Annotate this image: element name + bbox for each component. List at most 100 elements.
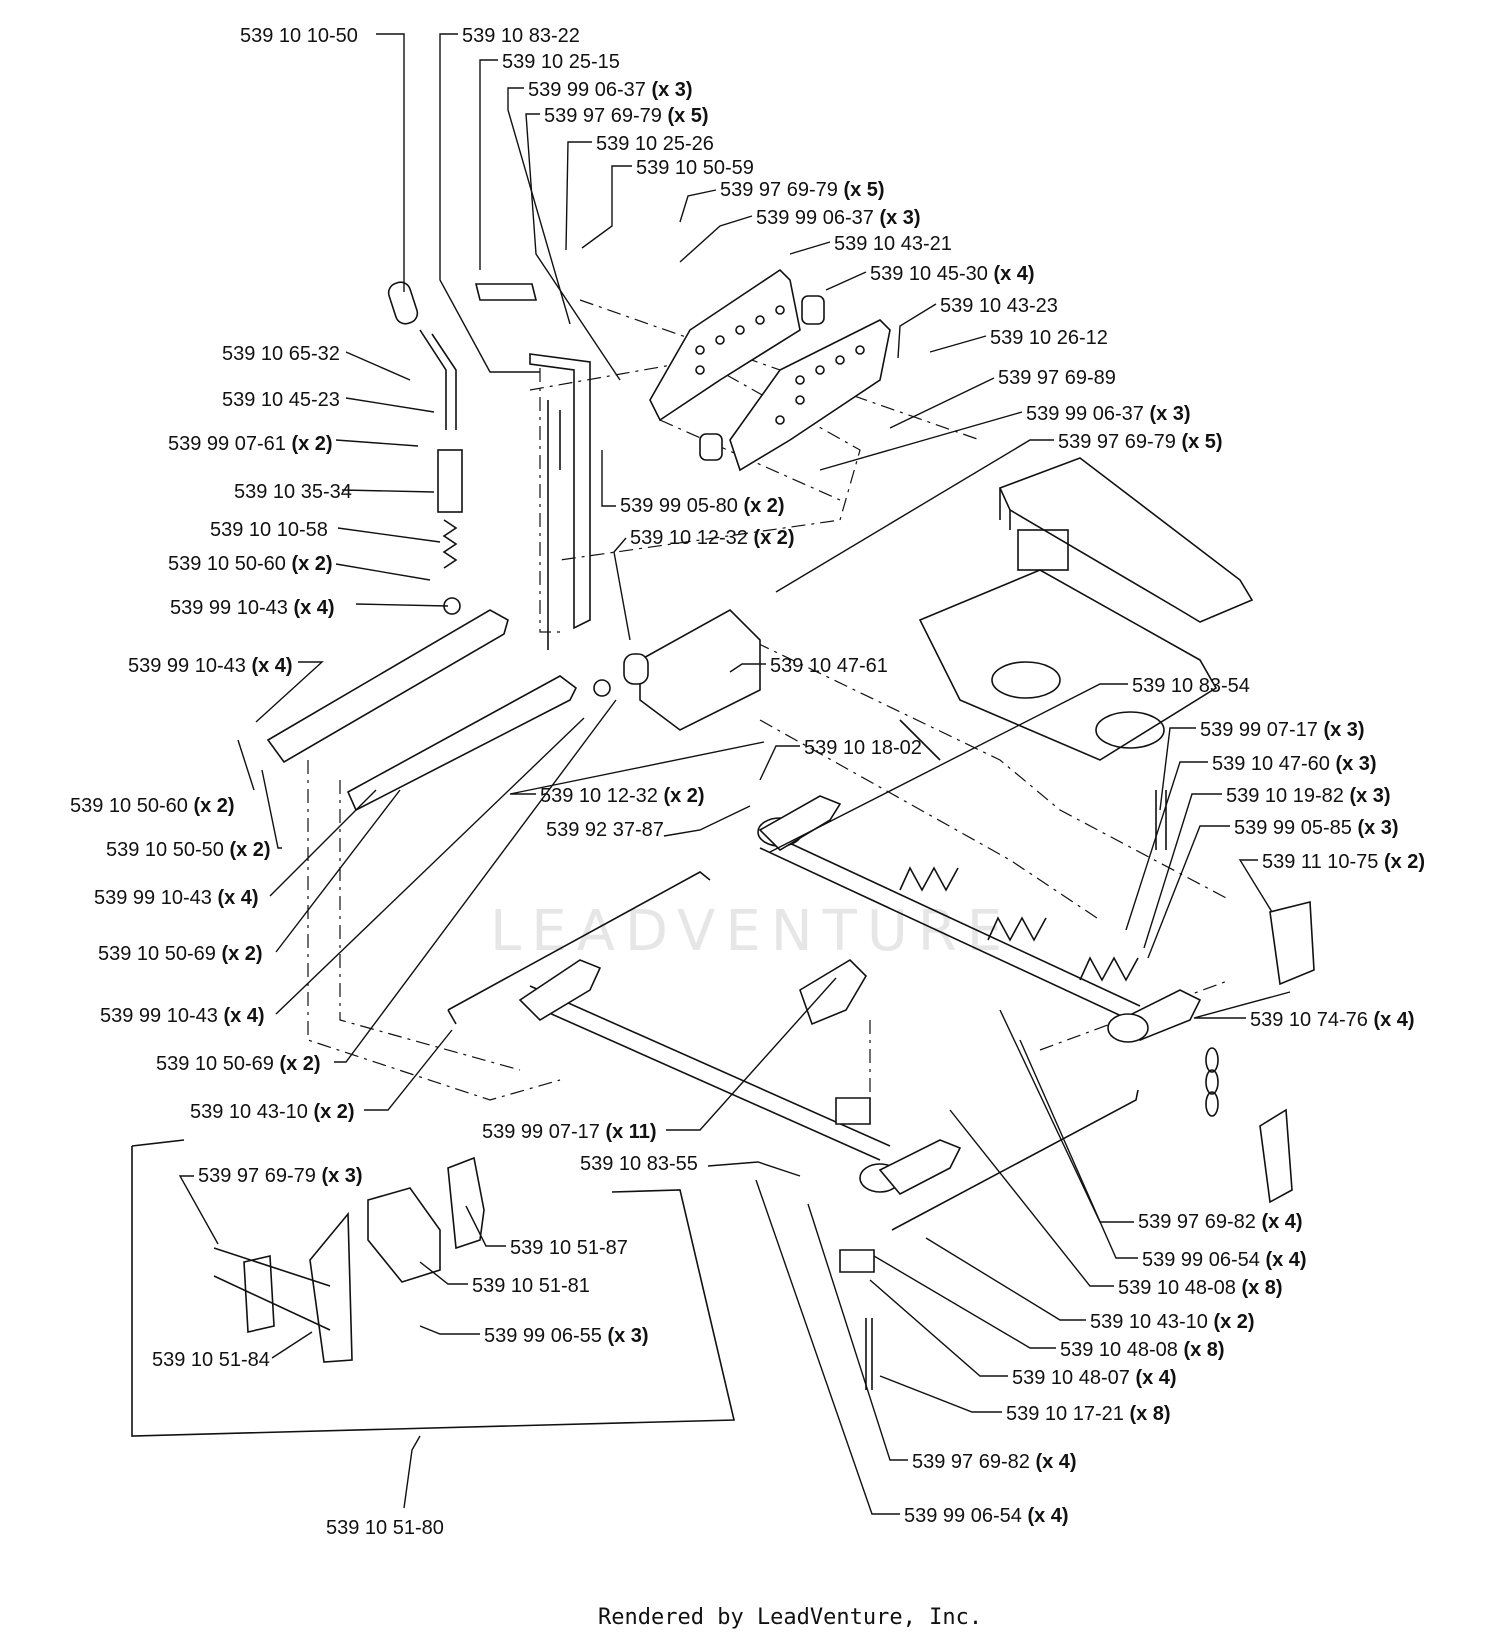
part-number: 539 10 50-59	[636, 157, 754, 179]
part-label-l28: 539 10 83-54	[1132, 675, 1250, 697]
part-label-l22: 539 10 50-60 (x 2)	[168, 553, 333, 575]
part-label-l50: 539 99 06-54 (x 4)	[1142, 1249, 1307, 1271]
part-number: 539 10 50-60	[168, 553, 286, 575]
part-label-l49: 539 10 51-87	[510, 1237, 628, 1259]
part-number: 539 99 06-55	[484, 1325, 602, 1347]
part-number: 539 10 25-15	[502, 51, 620, 73]
part-quantity: (x 2)	[274, 1053, 321, 1075]
part-quantity: (x 5)	[662, 105, 709, 127]
part-number: 539 10 48-07	[1012, 1367, 1130, 1389]
part-number: 539 99 06-54	[1142, 1249, 1260, 1271]
part-label-l48: 539 97 69-82 (x 4)	[1138, 1211, 1303, 1233]
chassis-frame	[899, 457, 1254, 850]
inset-assembly	[131, 1139, 736, 1437]
part-label-l07: 539 10 50-59	[636, 157, 754, 179]
part-label-l29: 539 99 07-17 (x 3)	[1200, 719, 1365, 741]
part-number: 539 10 47-61	[770, 655, 888, 677]
lift-lever	[474, 283, 591, 650]
part-number: 539 10 25-26	[596, 133, 714, 155]
part-number: 539 10 10-58	[210, 519, 328, 541]
part-label-l57: 539 10 48-07 (x 4)	[1012, 1367, 1177, 1389]
part-number: 539 97 69-89	[998, 367, 1116, 389]
part-label-l12: 539 10 43-23	[940, 295, 1058, 317]
part-label-l21: 539 10 10-58	[210, 519, 328, 541]
part-label-l08: 539 97 69-79 (x 5)	[720, 179, 885, 201]
lower-shaft	[447, 871, 1139, 1231]
part-label-l10: 539 10 43-21	[834, 233, 952, 255]
part-label-l11: 539 10 45-30 (x 4)	[870, 263, 1035, 285]
part-label-l52: 539 10 48-08 (x 8)	[1118, 1277, 1283, 1299]
part-label-l20: 539 10 35-34	[234, 481, 352, 503]
part-label-l23: 539 99 10-43 (x 4)	[170, 597, 335, 619]
part-label-l41: 539 10 74-76 (x 4)	[1250, 1009, 1415, 1031]
part-label-l35: 539 10 50-60 (x 2)	[70, 795, 235, 817]
part-number: 539 10 43-23	[940, 295, 1058, 317]
part-quantity: (x 2)	[224, 839, 271, 861]
part-number: 539 10 51-87	[510, 1237, 628, 1259]
part-quantity: (x 4)	[1260, 1249, 1307, 1271]
part-number: 539 99 10-43	[94, 887, 212, 909]
lift-links	[266, 597, 761, 812]
part-quantity: (x 2)	[658, 785, 705, 807]
leader-lines	[178, 33, 1291, 1515]
part-label-l34: 539 10 18-02	[804, 737, 922, 759]
part-quantity: (x 2)	[216, 943, 263, 965]
part-number: 539 10 51-80	[326, 1517, 444, 1539]
part-number: 539 97 69-79	[544, 105, 662, 127]
part-quantity: (x 2)	[1378, 851, 1425, 873]
part-label-l51: 539 10 51-81	[472, 1275, 590, 1297]
part-number: 539 99 10-43	[170, 597, 288, 619]
part-number: 539 99 07-17	[1200, 719, 1318, 741]
part-quantity: (x 8)	[1178, 1339, 1225, 1361]
part-number: 539 10 43-10	[190, 1101, 308, 1123]
part-label-l18: 539 10 45-23	[222, 389, 340, 411]
part-number: 539 92 37-87	[546, 819, 664, 841]
part-quantity: (x 4)	[218, 1005, 265, 1027]
part-number: 539 99 06-37	[528, 79, 646, 101]
part-quantity: (x 3)	[1330, 753, 1377, 775]
part-number: 539 99 07-61	[168, 433, 286, 455]
part-label-l32: 539 99 05-85 (x 3)	[1234, 817, 1399, 839]
part-number: 539 10 48-08	[1118, 1277, 1236, 1299]
part-number: 539 10 43-21	[834, 233, 952, 255]
part-number: 539 10 19-82	[1226, 785, 1344, 807]
part-number: 539 10 65-32	[222, 343, 340, 365]
part-number: 539 99 10-43	[100, 1005, 218, 1027]
part-number: 539 10 10-50	[240, 25, 358, 47]
part-label-l55: 539 10 48-08 (x 8)	[1060, 1339, 1225, 1361]
part-label-l33: 539 11 10-75 (x 2)	[1262, 851, 1425, 873]
part-number: 539 10 47-60	[1212, 753, 1330, 775]
part-quantity: (x 2)	[1208, 1311, 1255, 1333]
part-label-l26: 539 99 10-43 (x 4)	[128, 655, 293, 677]
part-number: 539 10 45-30	[870, 263, 988, 285]
part-label-l24: 539 99 05-80 (x 2)	[620, 495, 785, 517]
part-label-l43: 539 10 50-69 (x 2)	[156, 1053, 321, 1075]
part-quantity: (x 2)	[286, 433, 333, 455]
part-number: 539 10 83-55	[580, 1153, 698, 1175]
part-quantity: (x 4)	[288, 597, 335, 619]
part-quantity: (x 2)	[308, 1101, 355, 1123]
part-label-l31: 539 10 19-82 (x 3)	[1226, 785, 1391, 807]
part-label-l17: 539 10 65-32	[222, 343, 340, 365]
part-number: 539 97 69-82	[912, 1451, 1030, 1473]
chain-bracket	[799, 900, 1315, 1390]
part-number: 539 10 50-60	[70, 795, 188, 817]
part-number: 539 10 18-02	[804, 737, 922, 759]
part-quantity: (x 3)	[1144, 403, 1191, 425]
part-number: 539 99 07-17	[482, 1121, 600, 1143]
part-number: 539 99 10-43	[128, 655, 246, 677]
part-number: 539 97 69-82	[1138, 1211, 1256, 1233]
part-quantity: (x 8)	[1124, 1403, 1171, 1425]
part-number: 539 10 45-23	[222, 389, 340, 411]
part-number: 539 10 12-32	[630, 527, 748, 549]
part-label-l14: 539 97 69-89	[998, 367, 1116, 389]
part-label-l38: 539 92 37-87	[546, 819, 664, 841]
part-quantity: (x 4)	[1256, 1211, 1303, 1233]
part-label-l59: 539 97 69-82 (x 4)	[912, 1451, 1077, 1473]
part-number: 539 10 26-12	[990, 327, 1108, 349]
lift-shaft	[757, 795, 1202, 1043]
part-number: 539 10 48-08	[1060, 1339, 1178, 1361]
part-label-l39: 539 99 10-43 (x 4)	[94, 887, 259, 909]
part-quantity: (x 3)	[316, 1165, 363, 1187]
